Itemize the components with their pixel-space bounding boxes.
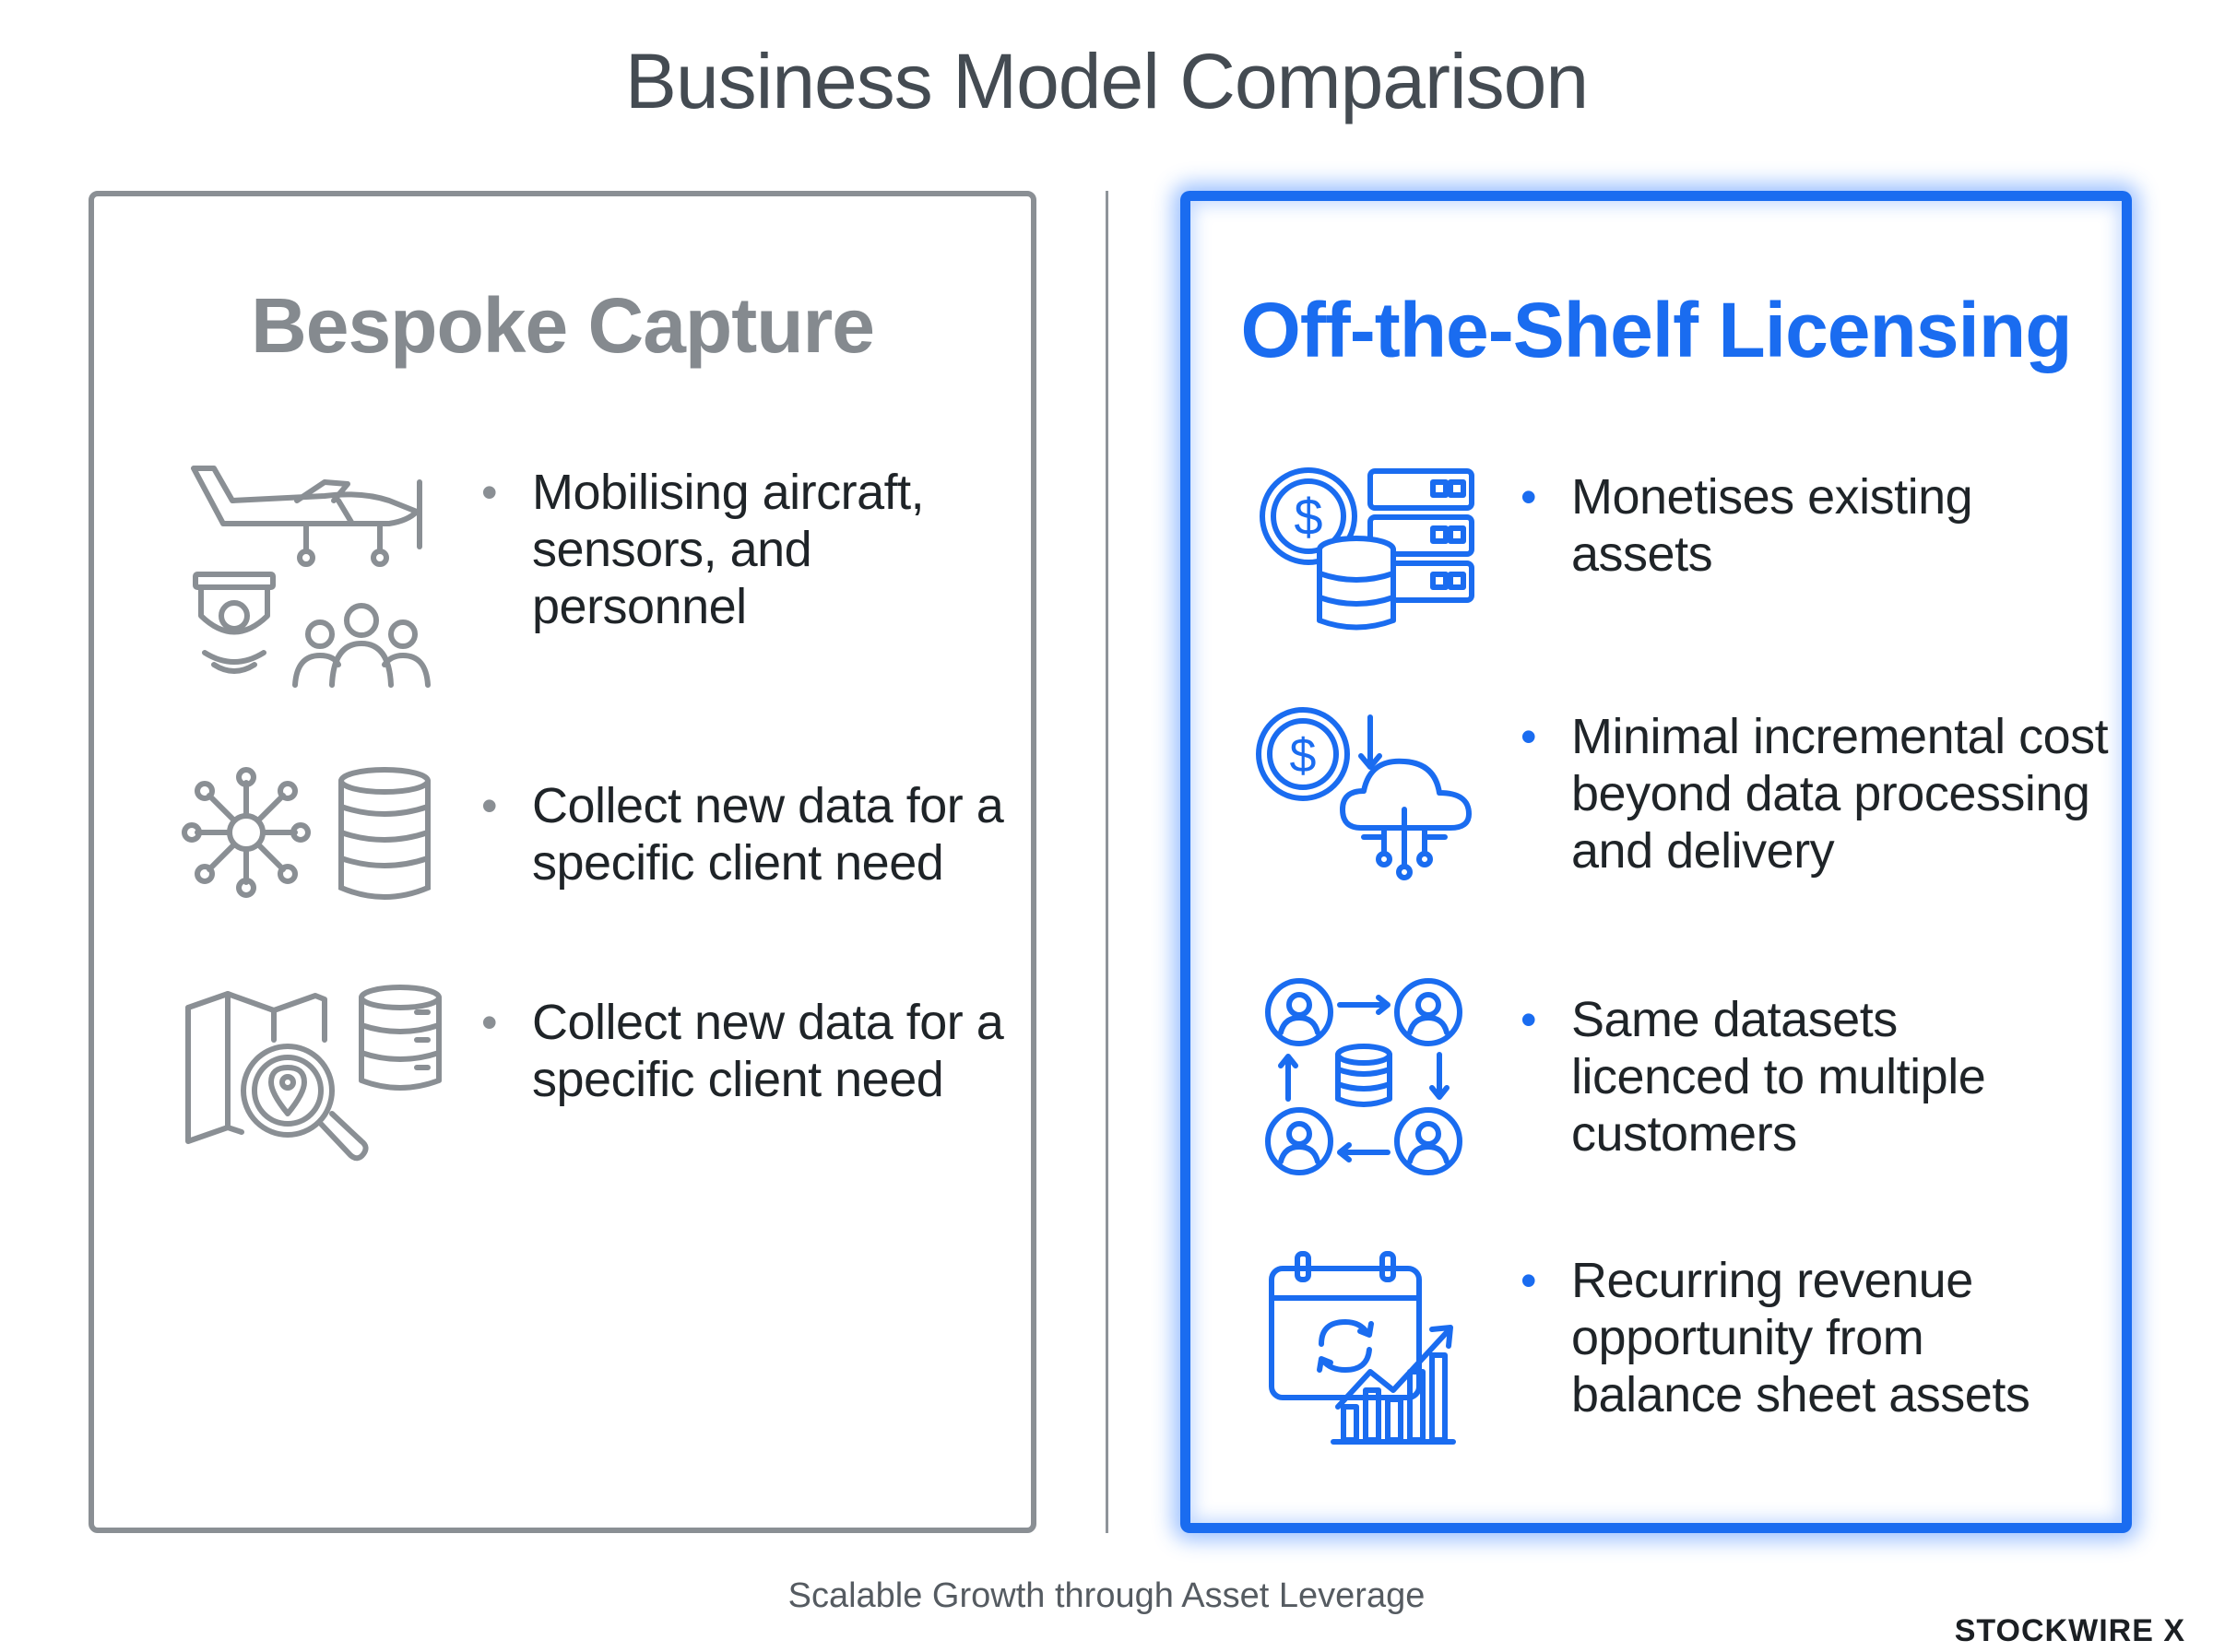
panel-title-bespoke: Bespoke Capture	[251, 282, 875, 369]
item-text: Same datasets licenced to multiple custo…	[1571, 992, 1986, 1162]
bullet: •	[1521, 471, 1537, 523]
svg-text:$: $	[1290, 729, 1317, 783]
map-search-database-icon	[185, 985, 442, 1162]
bespoke-capture-panel: Bespoke Capture • Mobilising aircraft, s…	[89, 191, 1036, 1533]
item-text: Collect new data for a specific client n…	[532, 778, 1004, 891]
panel-title-licensing: Off-the-Shelf Licensing	[1240, 287, 2073, 373]
bullet: •	[1521, 994, 1537, 1045]
bullet: •	[1521, 711, 1537, 762]
dollar-cloud-icon: $	[1256, 707, 1472, 880]
aircraft-sensors-personnel-icon	[191, 466, 431, 688]
footer-caption: Scalable Growth through Asset Leverage	[787, 1576, 1426, 1615]
off-the-shelf-licensing-panel: Off-the-Shelf Licensing $ • Monetises ex…	[1180, 191, 2132, 1533]
bullet: •	[1521, 1255, 1537, 1306]
item-text: Collect new data for a specific client n…	[532, 995, 1004, 1107]
stockwire-logo: STOCKWIRE X	[1954, 1613, 2185, 1648]
item-text: Monetises existing assets	[1571, 469, 1973, 582]
network-database-icon	[182, 767, 431, 900]
bullet: •	[481, 466, 498, 518]
users-cycle-database-icon	[1265, 978, 1462, 1175]
panel-divider	[1106, 191, 1108, 1533]
item-text: Minimal incremental cost beyond data pro…	[1571, 709, 2109, 879]
svg-text:$: $	[1294, 488, 1322, 546]
item-text: Mobilising aircraft, sensors, and person…	[532, 465, 925, 634]
dollar-server-database-icon: $	[1260, 467, 1474, 631]
calendar-growth-chart-icon	[1269, 1251, 1456, 1445]
bullet: •	[481, 997, 498, 1048]
page-title: Business Model Comparison	[624, 38, 1589, 124]
item-text: Recurring revenue opportunity from balan…	[1571, 1253, 2030, 1422]
bullet: •	[481, 780, 498, 832]
